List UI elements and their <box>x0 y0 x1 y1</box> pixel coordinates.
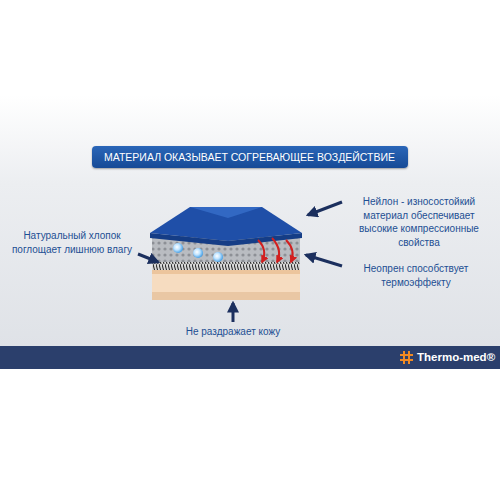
layer-callout: Неопрен способствует термоэффекту <box>346 262 486 289</box>
footer-bar <box>0 346 500 369</box>
layer-callout: Не раздражает кожу <box>160 325 306 339</box>
layer-callout: Нейлон - износостойкий материал обеспечи… <box>346 195 492 249</box>
material-layers <box>150 207 302 300</box>
layer-callout: Натуральный хлопок поглощает лишнюю влаг… <box>6 229 138 256</box>
title-banner: МАТЕРИАЛ ОКАЗЫВАЕТ СОГРЕВАЮЩЕЕ ВОЗДЕЙСТВ… <box>92 146 408 168</box>
logo-symbol <box>400 351 413 364</box>
brand-logo: Thermo-med® <box>417 350 497 366</box>
background-band <box>0 95 500 347</box>
leader-arrows <box>138 202 342 322</box>
title-text: МАТЕРИАЛ ОКАЗЫВАЕТ СОГРЕВАЮЩЕЕ ВОЗДЕЙСТВ… <box>104 151 395 163</box>
